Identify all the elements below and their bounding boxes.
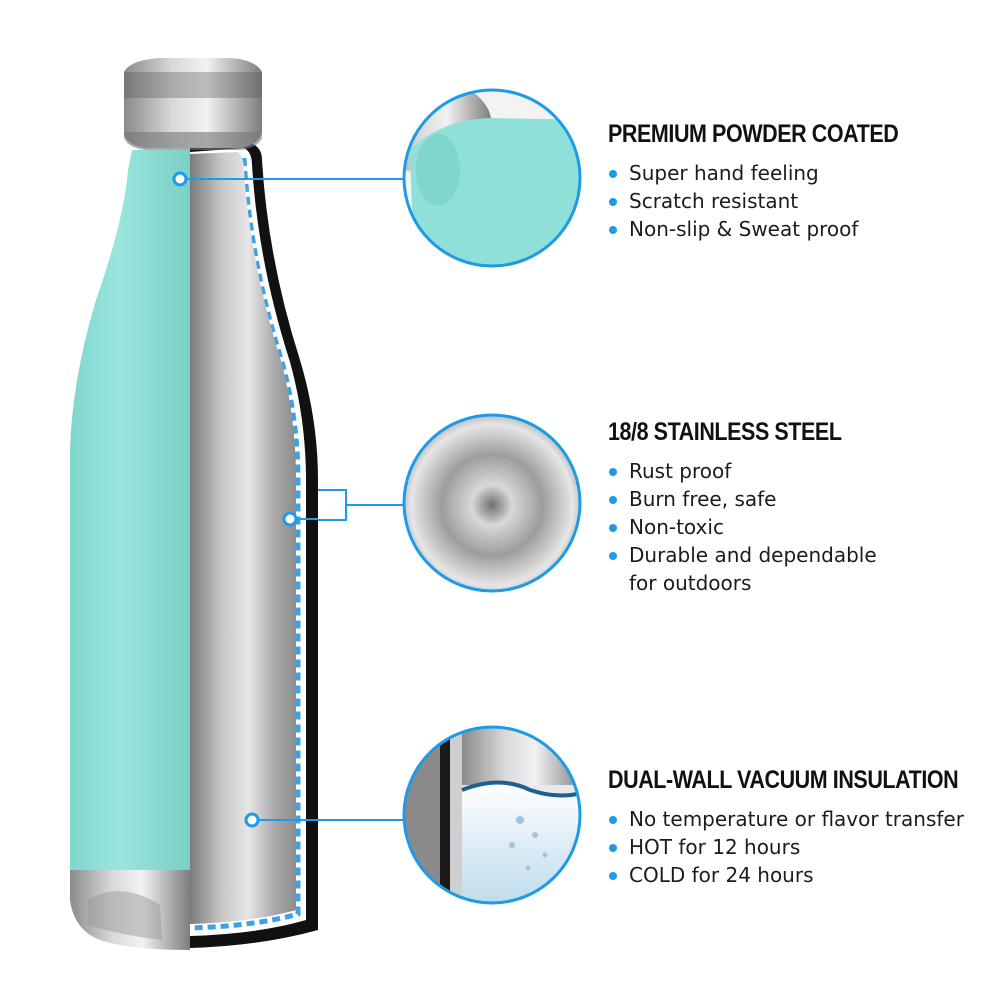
list-item: Non-slip & Sweat proof bbox=[608, 215, 988, 243]
list-item: Non-toxic bbox=[608, 513, 988, 541]
list-item: COLD for 24 hours bbox=[608, 861, 988, 889]
cap bbox=[124, 58, 262, 148]
callout-dot-icon bbox=[244, 812, 260, 828]
list-item: HOT for 12 hours bbox=[608, 833, 988, 861]
coated-body bbox=[70, 150, 190, 875]
list-item: Rust proof bbox=[608, 457, 988, 485]
feature-stainless-steel: 18/8 STAINLESS STEEL Rust proof Burn fre… bbox=[608, 418, 988, 597]
callout-dot-icon bbox=[172, 171, 188, 187]
inner-steel bbox=[190, 152, 296, 924]
list-item: No temperature or flavor transfer bbox=[608, 805, 988, 833]
list-item: Scratch resistant bbox=[608, 187, 988, 215]
feature-vacuum-insulation: DUAL-WALL VACUUM INSULATION No temperatu… bbox=[608, 766, 988, 889]
list-item: Super hand feeling bbox=[608, 159, 988, 187]
list-item: Burn free, safe bbox=[608, 485, 988, 513]
list-item-continuation: for outdoors bbox=[629, 571, 752, 595]
feature-title: DUAL-WALL VACUUM INSULATION bbox=[608, 766, 959, 794]
feature-title: 18/8 STAINLESS STEEL bbox=[608, 418, 842, 446]
feature-powder-coated: PREMIUM POWDER COATED Super hand feeling… bbox=[608, 120, 988, 243]
feature-title: PREMIUM POWDER COATED bbox=[608, 120, 899, 148]
callout-dot-icon bbox=[282, 511, 298, 527]
